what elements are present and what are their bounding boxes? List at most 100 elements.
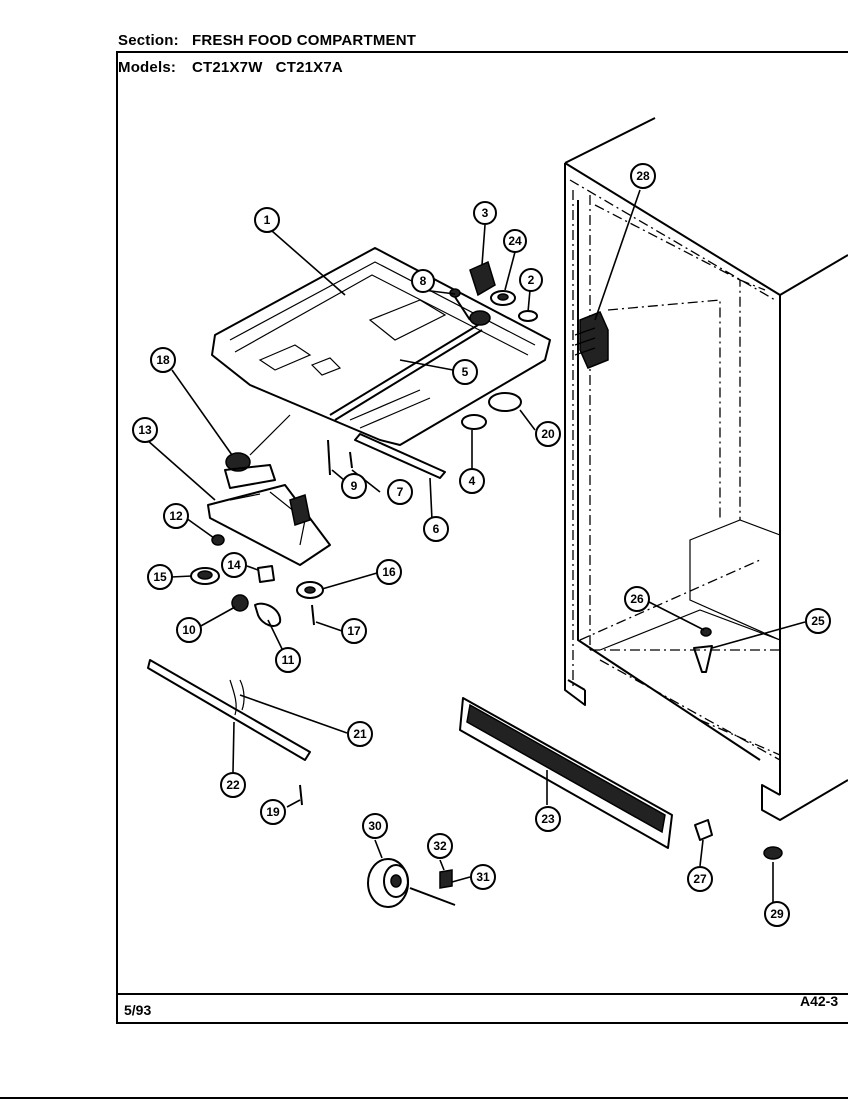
callout-21-label: 21 [353, 727, 367, 741]
models-heading: Models: CT21X7W CT21X7A [118, 59, 343, 76]
part-1-cover [211, 247, 551, 446]
part-16-fan-cover [296, 581, 324, 599]
callout-25-label: 25 [811, 614, 825, 628]
callout-25: 25 [805, 608, 831, 634]
callout-29-label: 29 [770, 907, 784, 921]
section-label: Section: [118, 32, 179, 49]
callout-30-label: 30 [368, 819, 382, 833]
callout-19-label: 19 [266, 805, 280, 819]
footer-date: 5/93 [124, 1002, 152, 1018]
part-12-grommet [211, 534, 225, 546]
part-31-axle [409, 887, 456, 906]
callout-21: 21 [347, 721, 373, 747]
callout-17-label: 17 [347, 624, 361, 638]
part-28-hinge [574, 311, 609, 369]
parts-3-8-24-2 [449, 260, 538, 326]
callout-14: 14 [221, 552, 247, 578]
section-value: FRESH FOOD COMPARTMENT [192, 32, 417, 49]
callout-31-label: 31 [476, 870, 490, 884]
part-29-nut [763, 846, 783, 860]
part-18-thermostat [224, 414, 291, 489]
callout-32: 32 [427, 833, 453, 859]
callout-14-label: 14 [227, 558, 241, 572]
callout-4: 4 [459, 468, 485, 494]
part-19-screw [299, 784, 303, 806]
callout-4-label: 4 [469, 474, 476, 488]
callout-32-label: 32 [433, 839, 447, 853]
callout-26-label: 26 [630, 592, 644, 606]
callout-5: 5 [452, 359, 478, 385]
part-23-grille [459, 697, 673, 849]
models-value: CT21X7W CT21X7A [192, 59, 343, 76]
part-15-switch [190, 567, 220, 585]
callout-6: 6 [423, 516, 449, 542]
callout-28: 28 [630, 163, 656, 189]
callout-8: 8 [411, 269, 435, 293]
callout-3-label: 3 [482, 206, 489, 220]
callout-24-label: 24 [508, 234, 522, 248]
cabinet-outline [564, 117, 848, 821]
callout-31: 31 [470, 864, 496, 890]
callout-7: 7 [387, 479, 413, 505]
callout-27: 27 [687, 866, 713, 892]
callout-8-label: 8 [420, 274, 427, 288]
part-10-socket [231, 594, 249, 612]
callout-1: 1 [254, 207, 280, 233]
callout-5-label: 5 [462, 365, 469, 379]
part-27-clip [694, 819, 713, 841]
footer-rule [118, 993, 848, 995]
models-label: Models: [118, 59, 177, 76]
part-9-screw [327, 439, 331, 476]
bottom-rule [116, 1022, 848, 1024]
callout-23-label: 23 [541, 812, 555, 826]
callout-26: 26 [624, 586, 650, 612]
callout-20: 20 [535, 421, 561, 447]
callout-12-label: 12 [169, 509, 183, 523]
callout-28-label: 28 [636, 169, 650, 183]
top-rule [116, 51, 848, 53]
callout-27-label: 27 [693, 872, 707, 886]
callout-10-label: 10 [182, 623, 196, 637]
callout-10: 10 [176, 617, 202, 643]
callout-17: 17 [341, 618, 367, 644]
part-4-ring [461, 414, 487, 430]
callout-23: 23 [535, 806, 561, 832]
footer-page-code: A42-3 [800, 993, 839, 1009]
part-11-bulb [254, 602, 282, 627]
section-heading: Section: FRESH FOOD COMPARTMENT [118, 32, 416, 49]
callout-16-label: 16 [382, 565, 396, 579]
callout-15-label: 15 [153, 570, 167, 584]
callout-9-label: 9 [351, 479, 358, 493]
callout-22: 22 [220, 772, 246, 798]
part-22-mullion-bar [147, 659, 311, 761]
callout-22-label: 22 [226, 778, 240, 792]
callout-29: 29 [764, 901, 790, 927]
callout-24: 24 [503, 229, 527, 253]
part-17-screw [311, 604, 315, 626]
part-13-light-housing [207, 484, 331, 566]
part-5-rod [329, 324, 483, 421]
part-14-clip [257, 565, 275, 583]
callout-18-label: 18 [156, 353, 170, 367]
callout-1-label: 1 [264, 213, 271, 227]
callout-2: 2 [519, 268, 543, 292]
part-32-clip [439, 869, 453, 889]
callout-6-label: 6 [433, 522, 440, 536]
callout-11: 11 [275, 647, 301, 673]
callout-18: 18 [150, 347, 176, 373]
callout-11-label: 11 [282, 653, 295, 667]
callout-2-label: 2 [528, 273, 535, 287]
part-7-screw [349, 451, 353, 469]
callout-9: 9 [341, 473, 367, 499]
part-25-leveler [693, 645, 713, 673]
part-20-dial [488, 392, 522, 412]
callout-30: 30 [362, 813, 388, 839]
callout-16: 16 [376, 559, 402, 585]
part-30-roller [367, 858, 409, 908]
callout-19: 19 [260, 799, 286, 825]
leader-lines [146, 189, 806, 902]
callout-13-label: 13 [138, 423, 152, 437]
callout-15: 15 [147, 564, 173, 590]
callout-20-label: 20 [541, 427, 555, 441]
